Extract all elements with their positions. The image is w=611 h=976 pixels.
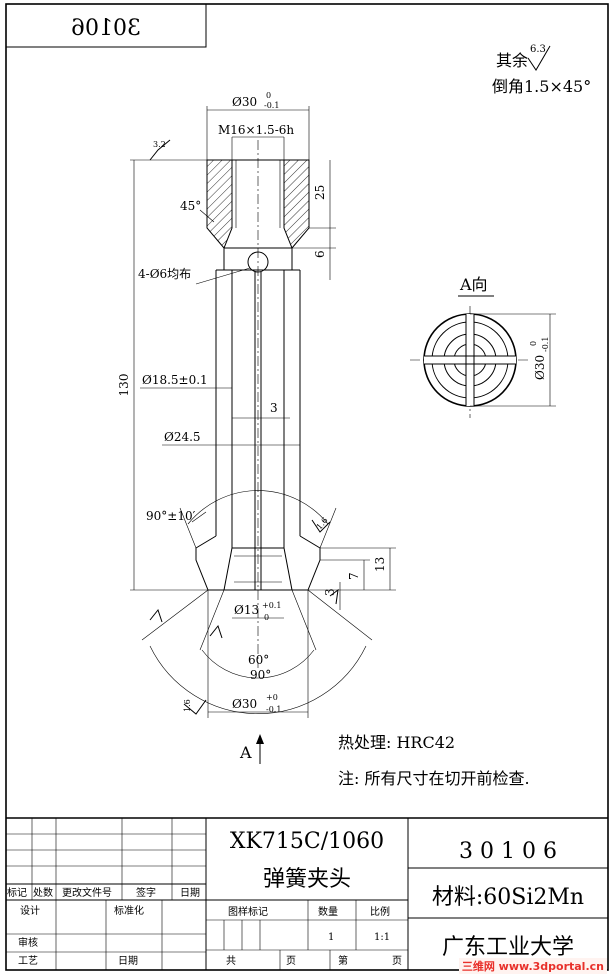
dim-3b: 3 bbox=[323, 588, 337, 596]
grid-header-mark: 图样标记 bbox=[228, 905, 268, 918]
angle-90-tol: 90°±10′ bbox=[146, 509, 196, 523]
grid-header-scale: 比例 bbox=[370, 905, 390, 918]
scale-value: 1:1 bbox=[374, 932, 390, 943]
view-a-diameter: Ø30 bbox=[533, 355, 547, 380]
angle-90: 90° bbox=[250, 668, 271, 682]
cone-head bbox=[195, 535, 321, 591]
review-label: 审核 bbox=[18, 936, 38, 949]
top-outer-diameter: Ø30 bbox=[232, 95, 257, 109]
drawing-frame bbox=[5, 3, 609, 971]
roughness-label: 其余 bbox=[496, 51, 528, 70]
revision-grid: 标记 处数 更改文件号 签字 日期 设计 标准化 审核 工艺 日期 bbox=[6, 818, 206, 970]
page-label: 页 bbox=[286, 955, 296, 967]
angle-90-lower-arc bbox=[149, 645, 367, 714]
holes-spec: 4-Ø6均布 bbox=[138, 267, 191, 281]
dim-13: 13 bbox=[373, 557, 387, 572]
main-section-view: Ø30 0 -0.1 M16×1.5-6h 3.2 130 25 6 45° 4… bbox=[117, 91, 396, 764]
school-name: 广东工业大学 bbox=[442, 935, 574, 960]
material: 材料:60Si2Mn bbox=[432, 885, 584, 910]
bottom-diameter: Ø30 bbox=[232, 697, 257, 711]
bore-13-tol-upper: +0.1 bbox=[262, 601, 281, 610]
roughness-bottom: 1.6 bbox=[183, 699, 192, 712]
watermark: 三维网 www.3dportal.cn bbox=[458, 958, 607, 974]
total-label: 共 bbox=[226, 955, 236, 967]
roughness-cone-icon bbox=[311, 519, 331, 533]
roughness-symbol-icon bbox=[527, 45, 551, 71]
rev-header-mark: 标记 bbox=[7, 887, 27, 899]
grid-header-qty: 数量 bbox=[318, 905, 338, 918]
page-label-2: 页 bbox=[392, 955, 402, 967]
view-a-tol-lower: -0.1 bbox=[541, 337, 550, 352]
view-arrow-label: A bbox=[239, 743, 252, 762]
outer-24-5: Ø24.5 bbox=[164, 430, 201, 444]
mirrored-number: 30106 bbox=[71, 16, 141, 41]
standardize-label: 标准化 bbox=[114, 904, 144, 917]
date-label: 日期 bbox=[118, 955, 138, 967]
roughness-note: 其余 6.3 倒角1.5×45° bbox=[492, 44, 591, 96]
quantity-value: 1 bbox=[328, 932, 334, 943]
title-number: 3 0 1 0 6 bbox=[459, 839, 557, 864]
view-a: A向 Ø30 0 -0.1 bbox=[410, 275, 556, 418]
view-a-tol-upper: 0 bbox=[529, 341, 538, 346]
left-wall-hatch bbox=[206, 159, 233, 249]
cross-hole bbox=[247, 251, 269, 273]
top-outer-tol-upper: 0 bbox=[266, 91, 271, 100]
roughness-value: 6.3 bbox=[530, 44, 546, 55]
design-label: 设计 bbox=[20, 904, 40, 917]
sheet-label: 第 bbox=[338, 954, 348, 967]
rev-header-doc: 更改文件号 bbox=[62, 886, 112, 899]
bore-13-tol-lower: 0 bbox=[264, 613, 269, 622]
top-outer-tol-lower: -0.1 bbox=[264, 101, 279, 110]
depth-6: 6 bbox=[313, 250, 327, 258]
dim-7: 7 bbox=[347, 572, 361, 580]
bore-18-5: Ø18.5±0.1 bbox=[142, 373, 208, 387]
angle-60: 60° bbox=[248, 653, 269, 667]
mirrored-number-box: 30106 bbox=[5, 3, 207, 48]
roughness-bottom-icon bbox=[183, 699, 207, 715]
angle-60-arc bbox=[201, 649, 315, 679]
process-label: 工艺 bbox=[18, 955, 38, 967]
bottom-tol-upper: +0 bbox=[266, 693, 278, 702]
heat-treatment-note: 热处理: HRC42 bbox=[338, 733, 455, 752]
roughness-top-icon bbox=[149, 139, 171, 161]
chamfer-note: 倒角1.5×45° bbox=[492, 77, 591, 96]
rev-header-count: 处数 bbox=[33, 886, 53, 899]
part-name: 弹簧夹头 bbox=[263, 867, 351, 892]
bottom-tol-lower: -0.1 bbox=[266, 705, 281, 714]
thread-spec: M16×1.5-6h bbox=[218, 123, 294, 137]
roughness-left-icon bbox=[149, 608, 163, 623]
model-number: XK715C/1060 bbox=[230, 829, 384, 854]
roughness-top: 3.2 bbox=[153, 140, 166, 149]
angle-45: 45° bbox=[180, 199, 201, 213]
depth-25: 25 bbox=[313, 185, 327, 200]
length-130: 130 bbox=[117, 374, 131, 397]
view-a-label: A向 bbox=[459, 275, 488, 294]
bore-13: Ø13 bbox=[234, 603, 259, 617]
angle-90-arc bbox=[187, 490, 329, 525]
right-wall-hatch bbox=[283, 159, 310, 249]
rev-header-sign: 签字 bbox=[136, 886, 156, 899]
slot-3: 3 bbox=[270, 401, 278, 415]
rev-header-date: 日期 bbox=[180, 887, 200, 899]
roughness-mid-icon bbox=[209, 624, 223, 639]
inspection-note: 注: 所有尺寸在切开前检查. bbox=[338, 769, 530, 788]
title-block: 标记 处数 更改文件号 签字 日期 设计 标准化 审核 工艺 日期 XK715C… bbox=[6, 817, 608, 970]
